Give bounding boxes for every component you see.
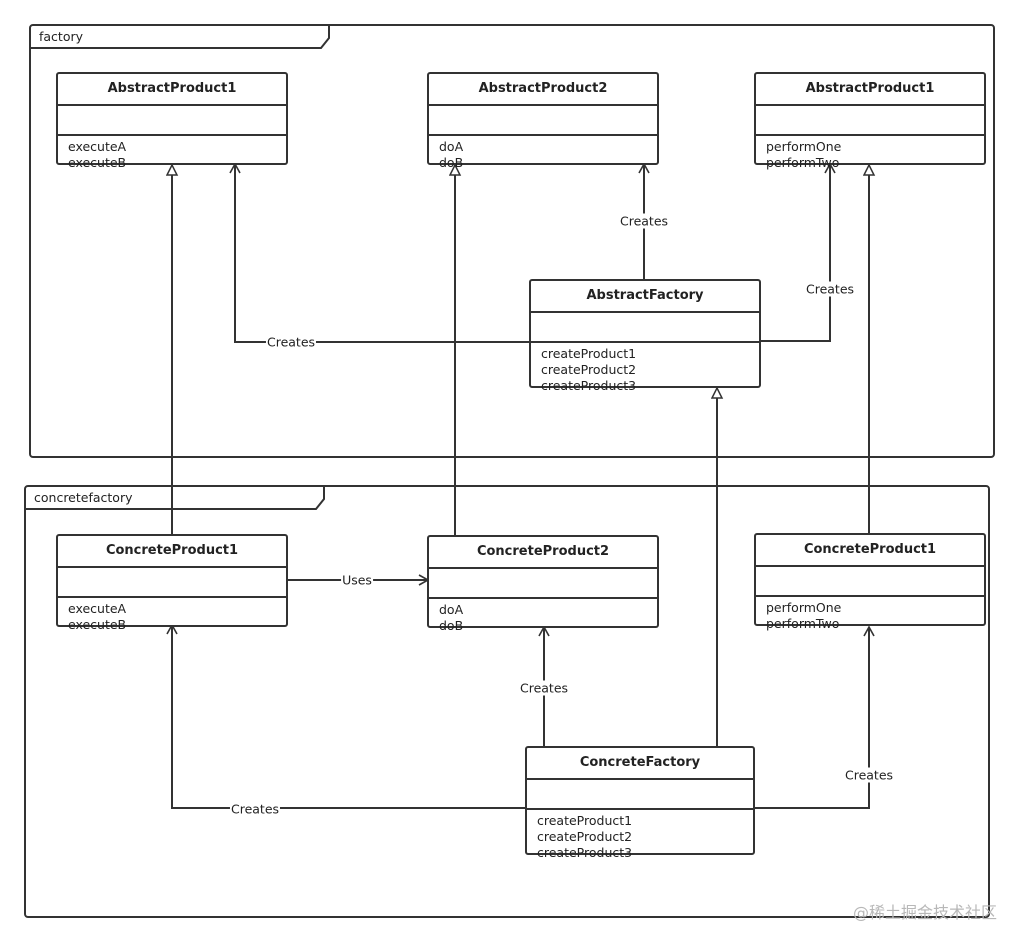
class-name: AbstractProduct2: [429, 74, 657, 106]
package-factory[interactable]: factory: [29, 24, 995, 458]
class-abstract-product2[interactable]: AbstractProduct2 doA doB: [427, 72, 659, 170]
operation: createProduct3: [537, 845, 633, 860]
operation: createProduct3: [541, 378, 637, 393]
class-name: ConcreteProduct1: [58, 536, 286, 568]
class-abstract-factory[interactable]: AbstractFactory createProduct1 createPro…: [529, 279, 761, 393]
operation: createProduct2: [537, 829, 633, 844]
class-operations: createProduct1 createProduct2 createProd…: [531, 343, 759, 394]
operation: performOne: [766, 600, 842, 615]
class-name: AbstractFactory: [531, 281, 759, 313]
class-concrete-factory[interactable]: ConcreteFactory createProduct1 createPro…: [525, 746, 755, 860]
class-name: AbstractProduct1: [58, 74, 286, 106]
label-creates-af-to-ap1-left: Creates: [265, 334, 317, 350]
operation: executeB: [68, 155, 127, 170]
class-concrete-product1-right[interactable]: ConcreteProduct1 performOne performTwo: [754, 533, 986, 631]
operation: doB: [439, 155, 464, 170]
operation: doA: [439, 139, 464, 154]
class-abstract-product1-left[interactable]: AbstractProduct1 executeA executeB: [56, 72, 288, 170]
operation: executeA: [68, 139, 127, 154]
creates-cf-to-cp1-right: [754, 625, 875, 809]
label-creates-af-to-ap1-right: Creates: [804, 281, 856, 297]
creates-cf-to-cp1-left: [166, 623, 525, 809]
class-operations: createProduct1 createProduct2 createProd…: [527, 810, 753, 861]
class-name: AbstractProduct1: [756, 74, 984, 106]
class-attributes: [58, 568, 286, 598]
class-attributes: [58, 106, 286, 136]
label-creates-cf-to-cp2: Creates: [518, 680, 570, 696]
class-operations: executeA executeB: [58, 136, 286, 171]
operation: doB: [439, 618, 464, 633]
class-attributes: [756, 567, 984, 597]
class-concrete-product2[interactable]: ConcreteProduct2 doA doB: [427, 535, 659, 633]
operation: performTwo: [766, 616, 840, 631]
class-attributes: [531, 313, 759, 343]
operation: createProduct1: [541, 346, 637, 361]
package-name: factory: [39, 29, 84, 44]
class-operations: doA doB: [429, 599, 657, 634]
class-attributes: [429, 106, 657, 136]
class-attributes: [527, 780, 753, 810]
package-tab-outline: [31, 24, 330, 49]
label-creates-cf-to-cp1-left: Creates: [229, 801, 281, 817]
package-name: concretefactory: [34, 490, 133, 505]
operation: createProduct2: [541, 362, 637, 377]
watermark: @稀土掘金技术社区: [852, 903, 997, 922]
operation: executeA: [68, 601, 127, 616]
package-tab: factory: [31, 24, 331, 49]
class-attributes: [429, 569, 657, 599]
label-creates-cf-to-cp1-right: Creates: [843, 767, 895, 783]
operation: doA: [439, 602, 464, 617]
class-operations: doA doB: [429, 136, 657, 171]
class-concrete-product1-left[interactable]: ConcreteProduct1 executeA executeB: [56, 534, 288, 632]
label-uses-cp1-to-cp2: Uses: [341, 572, 373, 588]
class-name: ConcreteFactory: [527, 748, 753, 780]
creates-af-to-ap1-left: [229, 162, 529, 343]
operation: executeB: [68, 617, 127, 632]
class-name: ConcreteProduct1: [756, 535, 984, 567]
creates-af-to-ap1-right: [760, 162, 836, 342]
class-operations: performOne performTwo: [756, 136, 984, 171]
label-creates-af-to-ap2: Creates: [618, 213, 670, 229]
class-name: ConcreteProduct2: [429, 537, 657, 569]
class-abstract-product1-right[interactable]: AbstractProduct1 performOne performTwo: [754, 72, 986, 170]
class-attributes: [756, 106, 984, 136]
operation: createProduct1: [537, 813, 633, 828]
operation: performOne: [766, 139, 842, 154]
operation: performTwo: [766, 155, 840, 170]
class-operations: performOne performTwo: [756, 597, 984, 632]
class-operations: executeA executeB: [58, 598, 286, 633]
